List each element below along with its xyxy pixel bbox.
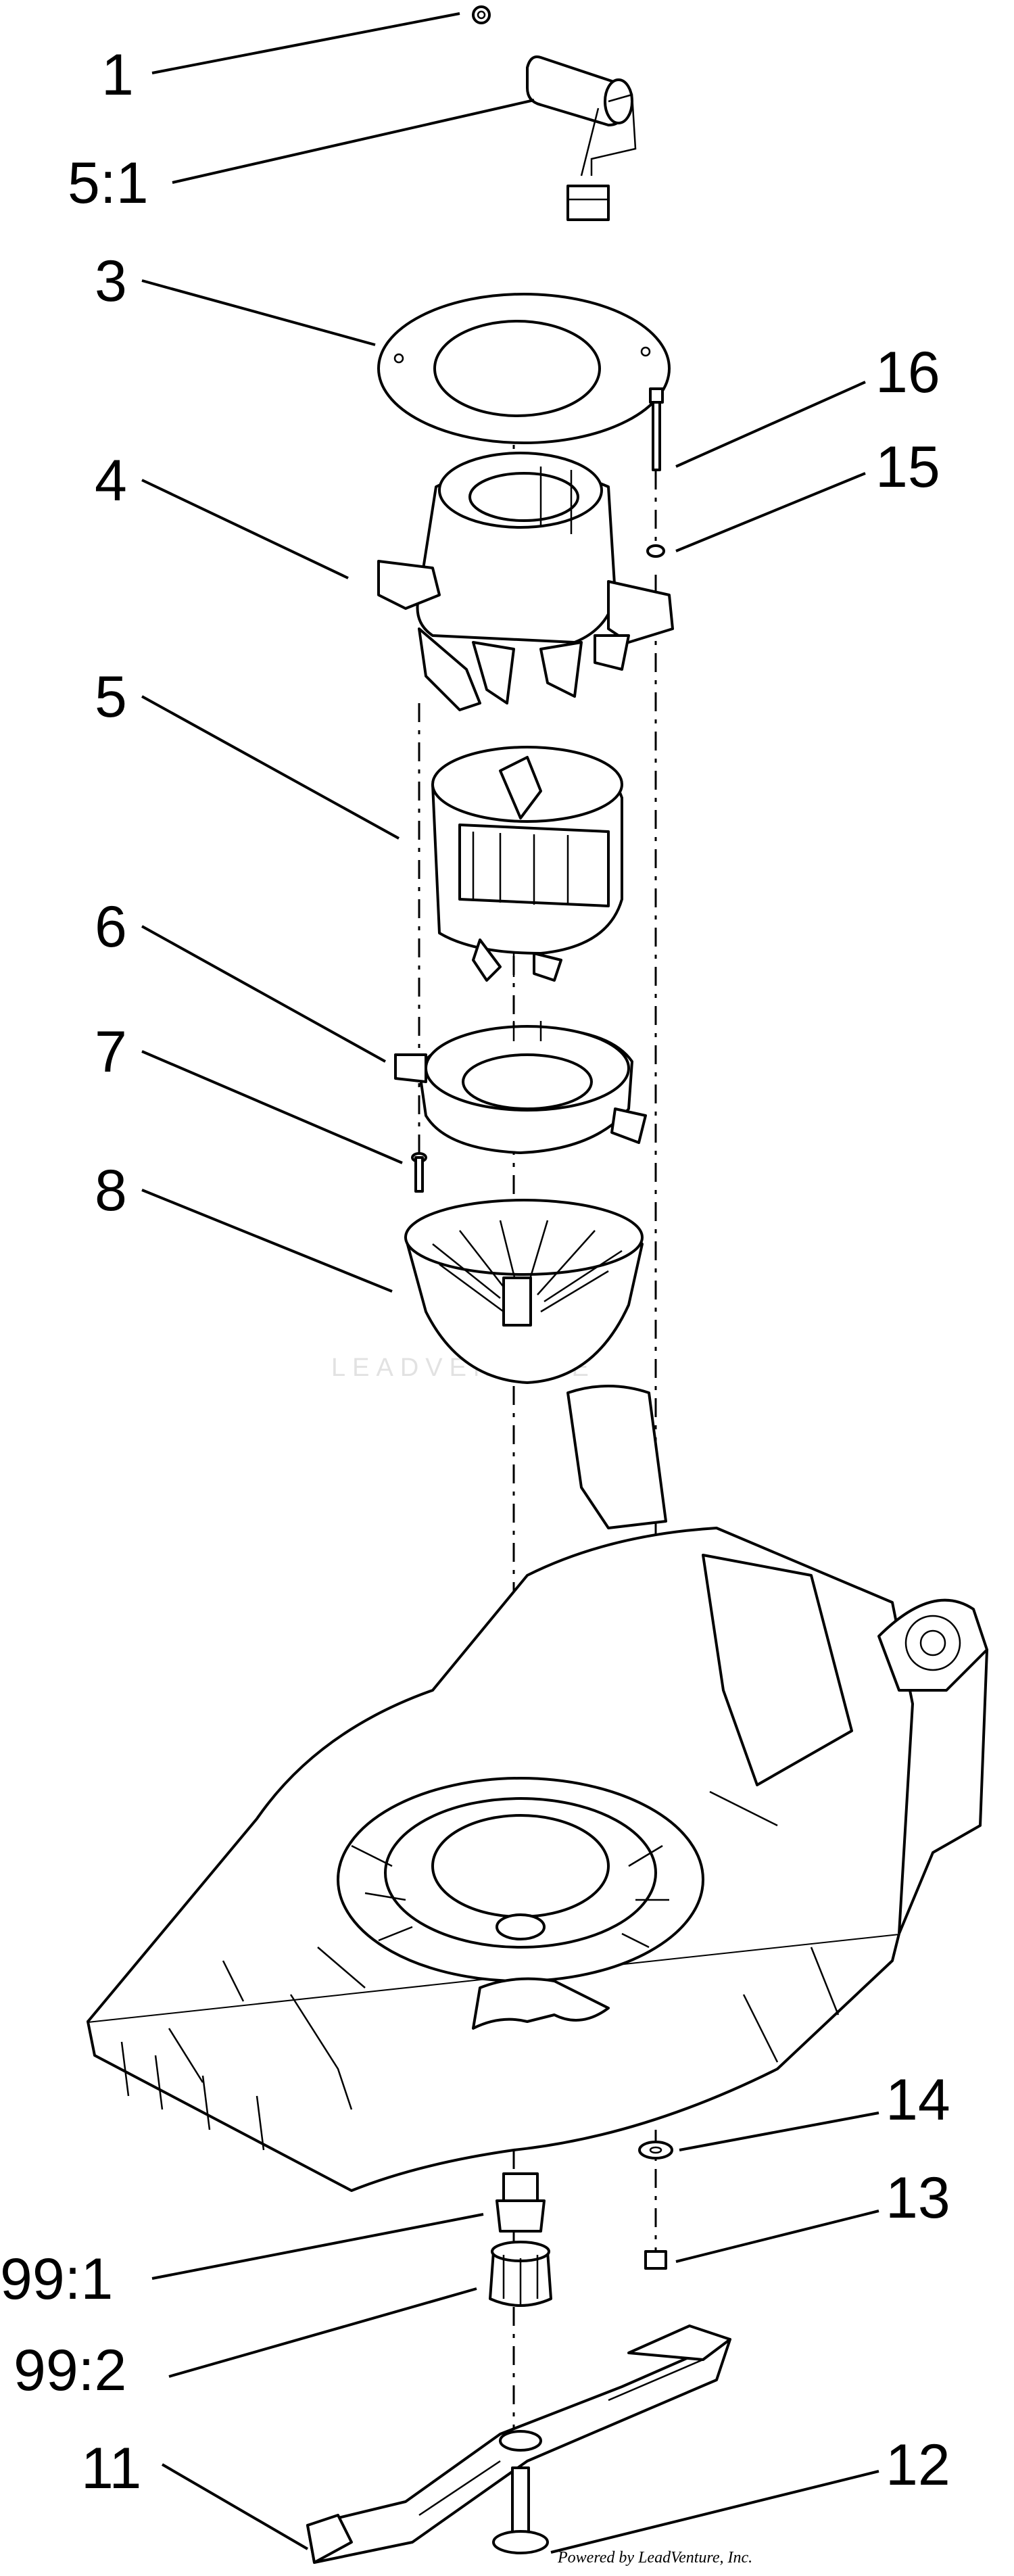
- callout-99-2: 99:2: [14, 2338, 126, 2403]
- blade-part: [306, 2324, 731, 2564]
- callout-6: 6: [95, 895, 127, 959]
- callout-14: 14: [886, 2068, 950, 2132]
- gasket-ring-part: [377, 293, 671, 444]
- callout-7: 7: [95, 1020, 127, 1084]
- callout-15: 15: [875, 435, 940, 500]
- fan-impeller-part: [404, 1199, 644, 1384]
- callout-8: 8: [95, 1158, 127, 1223]
- motor-part: [431, 746, 623, 982]
- callout-4: 4: [95, 448, 127, 513]
- screw-part: [411, 1152, 427, 1193]
- callout-16: 16: [875, 340, 940, 405]
- blade-adapter-part: [489, 2172, 552, 2307]
- callout-5-1: 5:1: [68, 151, 149, 216]
- motor-housing-part: [377, 452, 674, 711]
- callout-11: 11: [81, 2436, 141, 2501]
- credit-text: Powered by LeadVenture, Inc.: [557, 2549, 752, 2567]
- callout-3: 3: [95, 249, 127, 314]
- washer-nut-part: [638, 2141, 673, 2270]
- capacitor-part: [472, 5, 637, 221]
- callout-5: 5: [95, 665, 127, 730]
- leader-lines: [141, 12, 879, 2554]
- callout-labels: 1 5:1 3 16 15 4 5 6 7 8 14 13 99:1 99:2 …: [0, 43, 950, 2501]
- bolt-washer-part: [646, 387, 665, 558]
- callout-12: 12: [886, 2433, 950, 2498]
- callout-1: 1: [101, 43, 134, 108]
- mower-deck-part: [87, 1385, 988, 2192]
- callout-99-1: 99:1: [0, 2247, 113, 2312]
- callout-13: 13: [886, 2166, 950, 2231]
- blade-bolt-part: [492, 2466, 549, 2554]
- fan-shroud-part: [394, 1021, 647, 1154]
